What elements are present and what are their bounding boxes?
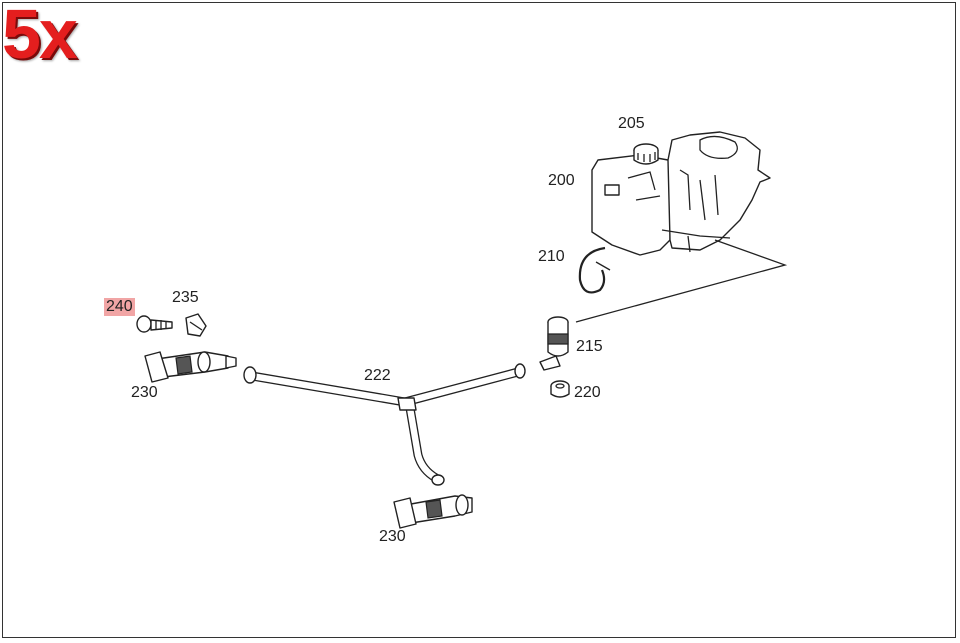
nozzle-clip (185, 313, 207, 337)
washer-reservoir-tank (591, 131, 771, 256)
part-label-240: 240 (104, 298, 135, 316)
part-label-200: 200 (548, 172, 575, 189)
quantity-badge: 5x (2, 0, 78, 73)
part-label-235: 235 (172, 289, 199, 306)
part-label-230-left: 230 (131, 384, 158, 401)
washer-pump (539, 316, 569, 371)
part-label-215: 215 (576, 338, 603, 355)
part-label-205: 205 (618, 115, 645, 132)
part-label-230-bottom: 230 (379, 528, 406, 545)
headlamp-washer-nozzle-left (144, 351, 237, 383)
headlamp-washer-nozzle-right (393, 494, 473, 529)
pump-grommet (550, 380, 570, 398)
hose-loop (578, 246, 611, 294)
reservoir-cap (633, 143, 659, 165)
hose-y-piece (243, 363, 526, 486)
mounting-screw (136, 315, 173, 333)
part-label-210: 210 (538, 248, 565, 265)
part-label-222: 222 (364, 367, 391, 384)
part-label-220: 220 (574, 384, 601, 401)
